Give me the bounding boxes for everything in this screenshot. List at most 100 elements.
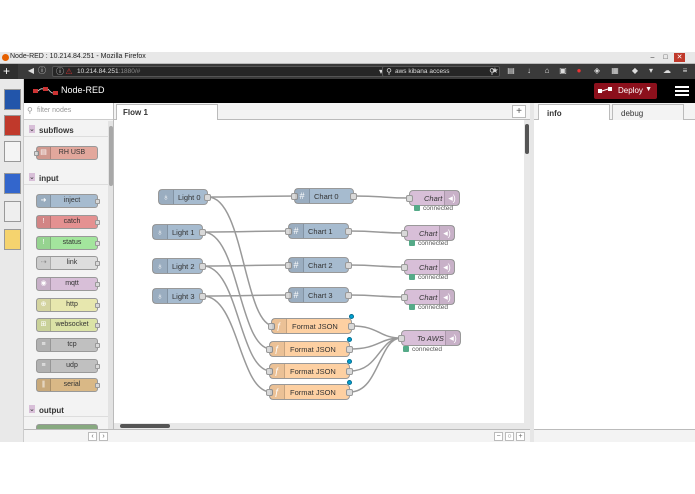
adblock-icon[interactable]: ● bbox=[576, 66, 582, 75]
output-port[interactable] bbox=[348, 323, 355, 330]
output-port[interactable] bbox=[345, 292, 352, 299]
output-port[interactable] bbox=[345, 262, 352, 269]
horizontal-scrollbar-thumb[interactable] bbox=[120, 424, 170, 428]
node-template-chart-2[interactable]: #Chart 2 bbox=[285, 257, 352, 273]
input-port[interactable] bbox=[285, 262, 292, 269]
node-mqtt-to-aws[interactable]: To AWS◂) bbox=[398, 330, 461, 346]
deploy-caret-icon[interactable]: ▼ bbox=[645, 86, 652, 93]
palette-collapse-button[interactable]: ‹ bbox=[88, 432, 97, 441]
zoom-out-button[interactable]: − bbox=[494, 432, 503, 441]
input-port[interactable] bbox=[291, 193, 298, 200]
thumbnail-3[interactable] bbox=[4, 141, 21, 162]
extension-icon[interactable]: ◈ bbox=[593, 66, 601, 75]
output-port[interactable] bbox=[345, 228, 352, 235]
output-port[interactable] bbox=[199, 229, 206, 236]
node-light-3[interactable]: ♁Light 3 bbox=[152, 288, 206, 304]
palette-node-udp[interactable]: ≡udp bbox=[36, 359, 100, 373]
palette-node-rh-usb[interactable]: ▤ RH USB bbox=[34, 146, 98, 160]
sync-icon[interactable]: ☁ bbox=[663, 66, 671, 75]
node-template-chart-3[interactable]: #Chart 3 bbox=[285, 287, 352, 303]
category-input[interactable]: ⌄ input bbox=[24, 171, 108, 185]
filter-nodes-input[interactable]: ⚲ filter nodes bbox=[24, 103, 113, 120]
node-light-0[interactable]: ♁Light 0 bbox=[158, 189, 211, 205]
palette-node-mqtt[interactable]: ◉mqtt bbox=[36, 277, 100, 291]
output-port[interactable] bbox=[199, 293, 206, 300]
palette-scrollbar[interactable] bbox=[108, 121, 113, 429]
node-template-chart-1[interactable]: #Chart 1 bbox=[285, 223, 352, 239]
palette-node-status[interactable]: !status bbox=[36, 236, 100, 250]
input-port[interactable] bbox=[268, 323, 275, 330]
input-port[interactable] bbox=[401, 294, 408, 301]
search-bar[interactable]: ⚲ aws kibana access ⚲ bbox=[382, 66, 500, 77]
input-port[interactable] bbox=[285, 292, 292, 299]
input-port[interactable] bbox=[266, 389, 273, 396]
close-window-button[interactable]: ✕ bbox=[674, 53, 685, 62]
node-light-2[interactable]: ♁Light 2 bbox=[152, 258, 206, 274]
flow-workspace[interactable]: ♁Light 0 ♁Light 1 ♁Light 2 ♁Light 3 #Cha… bbox=[114, 120, 530, 429]
thumbnail-4[interactable] bbox=[4, 173, 21, 194]
palette-scrollbar-thumb[interactable] bbox=[109, 126, 113, 186]
extension-2-icon[interactable]: ▦ bbox=[611, 66, 619, 75]
browser-menu-icon[interactable]: ≡ bbox=[682, 66, 688, 75]
thumbnail-1[interactable] bbox=[4, 89, 21, 110]
vertical-scrollbar-thumb[interactable] bbox=[525, 124, 529, 154]
palette-node-catch[interactable]: !catch bbox=[36, 215, 100, 229]
info-icon[interactable]: ⓘ bbox=[38, 66, 46, 75]
deploy-button[interactable]: Deploy ▼ bbox=[594, 83, 657, 99]
library-icon[interactable]: ▤ bbox=[507, 66, 515, 75]
node-chart-0[interactable]: Chart◂) bbox=[406, 190, 460, 206]
input-port[interactable] bbox=[266, 346, 273, 353]
back-icon[interactable]: ◀ bbox=[27, 66, 35, 75]
extension-3-icon[interactable]: ◆ bbox=[631, 66, 639, 75]
bookmark-star-icon[interactable]: ★ bbox=[491, 66, 499, 75]
new-tab-icon[interactable]: + bbox=[3, 64, 11, 78]
pocket-icon[interactable]: ▣ bbox=[559, 66, 567, 75]
download-icon[interactable]: ↓ bbox=[527, 66, 531, 75]
thumbnail-2[interactable] bbox=[4, 115, 21, 136]
palette-node-websocket[interactable]: ⊞websocket bbox=[36, 318, 100, 332]
input-port[interactable] bbox=[401, 230, 408, 237]
minimize-button[interactable]: – bbox=[650, 54, 655, 61]
workspace-horizontal-scrollbar[interactable] bbox=[114, 423, 524, 429]
palette-node-inject[interactable]: ➜inject bbox=[36, 194, 100, 208]
dropdown-icon[interactable]: ▾ bbox=[378, 67, 383, 76]
node-template-chart-0[interactable]: #Chart 0 bbox=[291, 188, 357, 204]
workspace-vertical-scrollbar[interactable] bbox=[524, 120, 530, 429]
output-port[interactable] bbox=[350, 193, 357, 200]
input-port[interactable] bbox=[401, 264, 408, 271]
input-port[interactable] bbox=[406, 195, 413, 202]
palette-expand-button[interactable]: › bbox=[99, 432, 108, 441]
site-identity-icon[interactable]: ⓘ bbox=[56, 67, 64, 76]
palette-node-link[interactable]: ⇢link bbox=[36, 256, 100, 270]
maximize-button[interactable]: □ bbox=[663, 54, 668, 61]
url-bar[interactable]: ⓘ ⚠ 10.214.84.251:1880/# ▾ ↻ bbox=[52, 66, 396, 77]
node-chart-2[interactable]: Chart◂) bbox=[401, 259, 455, 275]
thumbnail-5[interactable] bbox=[4, 201, 21, 222]
thumbnail-6[interactable] bbox=[4, 229, 21, 250]
main-menu-icon[interactable] bbox=[675, 84, 689, 98]
input-port[interactable] bbox=[266, 368, 273, 375]
output-port[interactable] bbox=[204, 194, 211, 201]
category-output[interactable]: ⌄ output bbox=[24, 403, 108, 417]
input-port[interactable] bbox=[285, 228, 292, 235]
category-subflows[interactable]: ⌄ subflows bbox=[24, 123, 108, 137]
output-port[interactable] bbox=[346, 346, 353, 353]
output-port[interactable] bbox=[346, 368, 353, 375]
palette-node-tcp[interactable]: ≡tcp bbox=[36, 338, 100, 352]
home-icon[interactable]: ⌂ bbox=[544, 66, 550, 75]
node-chart-1[interactable]: Chart◂) bbox=[401, 225, 455, 241]
node-light-1[interactable]: ♁Light 1 bbox=[152, 224, 206, 240]
extension-4-icon[interactable]: ▾ bbox=[648, 66, 653, 75]
zoom-in-button[interactable]: + bbox=[516, 432, 525, 441]
tab-flow-1[interactable]: Flow 1 bbox=[116, 104, 218, 120]
palette-node-http[interactable]: ⊕http bbox=[36, 298, 100, 312]
palette-node-output[interactable] bbox=[36, 424, 98, 429]
input-port[interactable] bbox=[398, 335, 405, 342]
add-flow-button[interactable]: + bbox=[512, 105, 526, 118]
zoom-reset-button[interactable]: ○ bbox=[505, 432, 514, 441]
tab-info[interactable]: info bbox=[538, 104, 610, 120]
